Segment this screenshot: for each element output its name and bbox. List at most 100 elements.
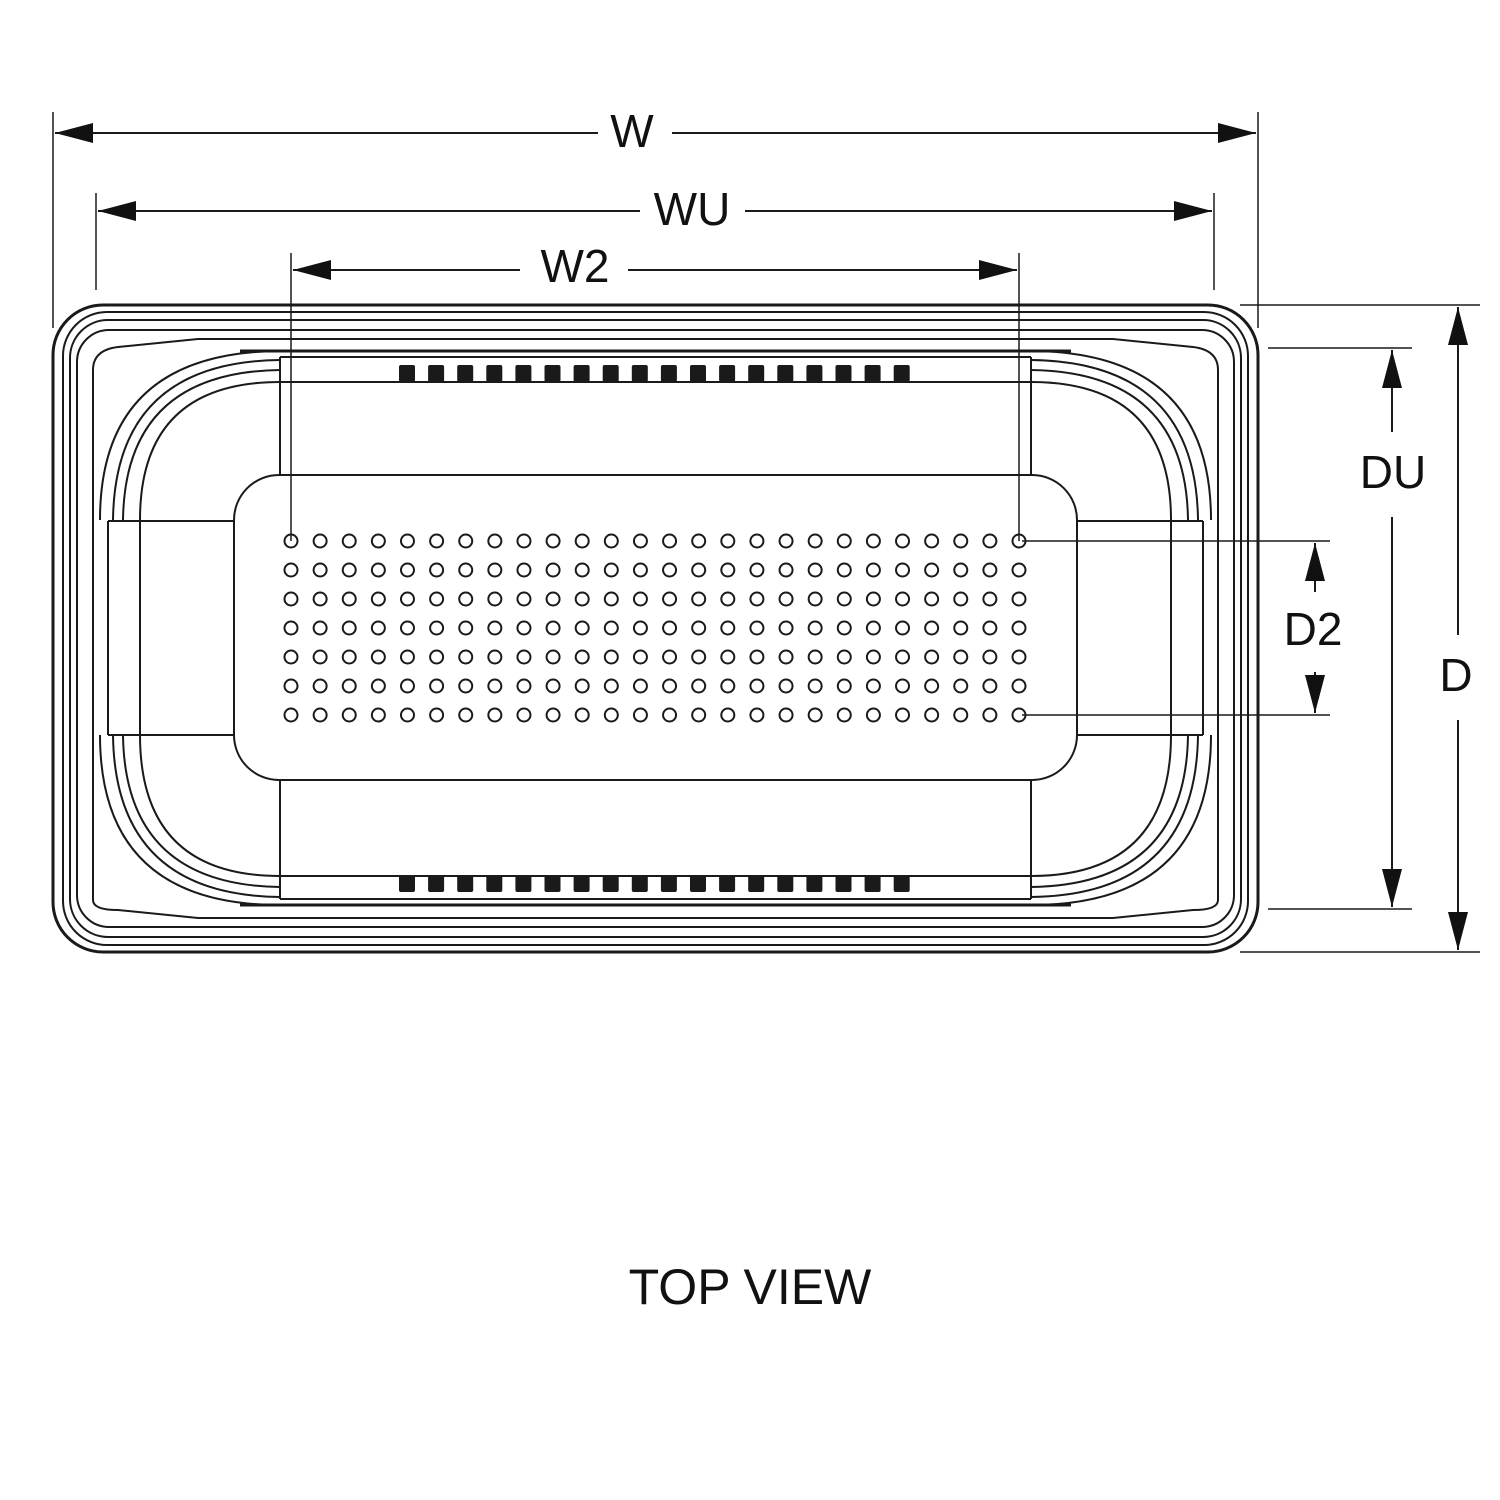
perforation-holes [283, 533, 1027, 723]
perforation-hole [662, 533, 678, 549]
perforation-hole [749, 591, 765, 607]
perforation-hole [720, 678, 736, 694]
perforation-hole [487, 591, 503, 607]
perforation-hole [778, 533, 794, 549]
perforation-hole [953, 649, 969, 665]
corner-curve [122, 734, 281, 888]
perforation-hole [807, 678, 823, 694]
perforation-hole [312, 620, 328, 636]
perforation-hole [341, 620, 357, 636]
perforation-hole [778, 562, 794, 578]
perforation-hole [429, 533, 445, 549]
slot [515, 365, 532, 382]
perforation-hole [458, 678, 474, 694]
slot [893, 365, 910, 382]
perforation-hole [691, 707, 707, 723]
perforation-hole [807, 591, 823, 607]
perforation-hole [399, 591, 415, 607]
perforation-hole [691, 620, 707, 636]
corner-curve [1030, 734, 1189, 888]
perforation-hole [487, 649, 503, 665]
left-flange [92, 338, 199, 919]
perforation-hole [632, 707, 648, 723]
slot [544, 365, 561, 382]
perforation-hole [545, 591, 561, 607]
perforation-hole [458, 707, 474, 723]
slot [748, 875, 765, 892]
perforation-hole [516, 533, 532, 549]
perforation-hole [399, 649, 415, 665]
perforation-hole [865, 591, 881, 607]
perforation-hole [982, 678, 998, 694]
perforation-hole [807, 620, 823, 636]
corner-curve [99, 734, 281, 906]
perforation-hole [545, 562, 561, 578]
corner-curve [1030, 734, 1199, 898]
perforation-hole [895, 533, 911, 549]
perforation-hole [778, 620, 794, 636]
perforation-hole [429, 562, 445, 578]
perforation-hole [283, 707, 299, 723]
perforation-hole [895, 678, 911, 694]
slot [835, 875, 852, 892]
perforation-hole [516, 620, 532, 636]
perforation-hole [895, 591, 911, 607]
slot [835, 365, 852, 382]
corner-curve [1030, 359, 1199, 521]
corner-curve [1030, 734, 1172, 877]
dimension-d2: D2 [1022, 540, 1342, 716]
dimension-w: W [52, 105, 1259, 328]
perforation-hole [516, 678, 532, 694]
perforation-hole [662, 707, 678, 723]
perforation-hole [924, 678, 940, 694]
perforation-hole [982, 620, 998, 636]
perforation-hole [836, 591, 852, 607]
perforation-hole [516, 649, 532, 665]
corner-curve [99, 350, 281, 521]
perforation-hole [341, 649, 357, 665]
perforation-hole [312, 707, 328, 723]
perforation-hole [865, 649, 881, 665]
perforation-hole [370, 620, 386, 636]
perforation-hole [545, 649, 561, 665]
perforation-hole [691, 678, 707, 694]
perforation-hole [749, 649, 765, 665]
perforation-hole [691, 562, 707, 578]
perforation-hole [574, 591, 590, 607]
perforation-hole [807, 562, 823, 578]
perforation-hole [458, 620, 474, 636]
slot [864, 365, 881, 382]
perforation-hole [603, 562, 619, 578]
perforation-hole [953, 620, 969, 636]
perforation-hole [836, 649, 852, 665]
corner-curve [112, 734, 281, 898]
perforation-hole [1011, 620, 1027, 636]
perforation-hole [807, 649, 823, 665]
label-w2: W2 [541, 240, 610, 292]
corner-curve [139, 734, 281, 877]
perforation-hole [836, 620, 852, 636]
perforation-hole [924, 562, 940, 578]
dimension-w2: W2 [290, 240, 1020, 541]
perforation-hole [603, 707, 619, 723]
slot [457, 365, 474, 382]
perforation-hole [429, 678, 445, 694]
perforation-hole [982, 562, 998, 578]
perforation-hole [807, 707, 823, 723]
perforation-hole [924, 533, 940, 549]
perforation-hole [399, 707, 415, 723]
perforation-hole [341, 678, 357, 694]
pan-outline [51, 303, 1260, 954]
perforation-hole [574, 562, 590, 578]
perforation-hole [632, 533, 648, 549]
slot [777, 365, 794, 382]
perforation-hole [399, 620, 415, 636]
perforation-hole [341, 591, 357, 607]
perforation-hole [632, 620, 648, 636]
perforation-hole [720, 533, 736, 549]
perforation-hole [312, 562, 328, 578]
rim-line-2 [62, 311, 1249, 946]
perforation-hole [370, 533, 386, 549]
perforation-hole [836, 533, 852, 549]
perforation-hole [691, 591, 707, 607]
